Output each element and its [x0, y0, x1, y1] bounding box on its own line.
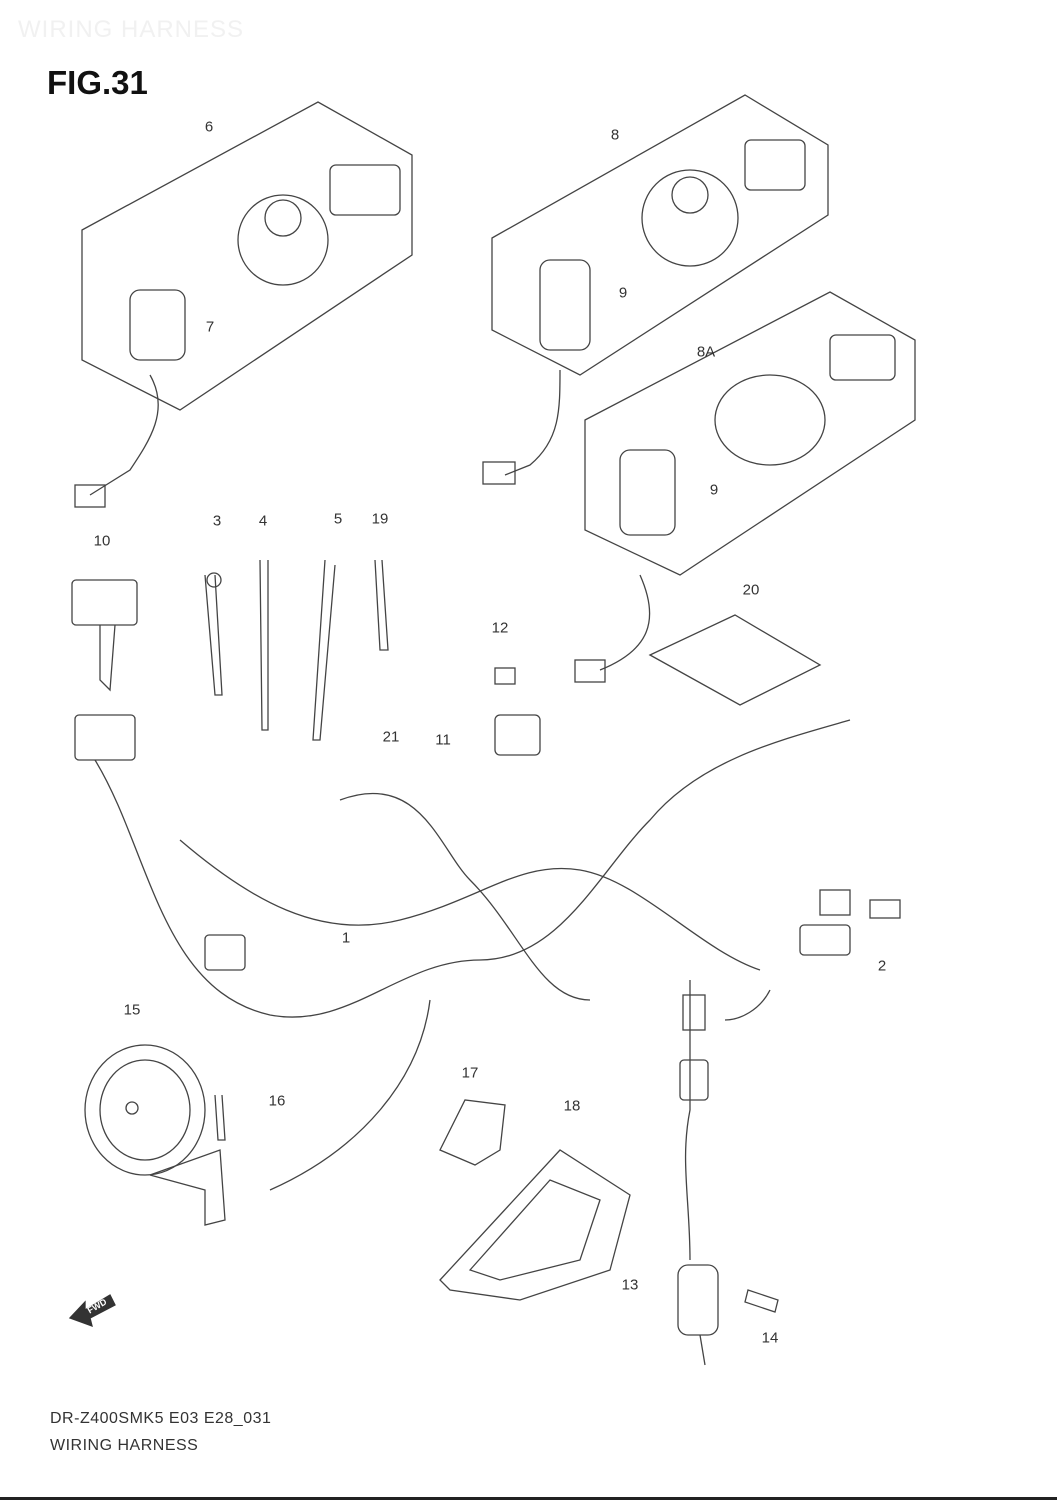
- fwd-arrow-icon: [68, 1294, 116, 1328]
- callout-15: 15: [123, 1001, 141, 1019]
- callout-1: 1: [341, 929, 351, 947]
- callout-8a: 8A: [696, 343, 716, 361]
- callout-6: 6: [204, 118, 214, 136]
- ignition-switch-set-8: [482, 94, 829, 485]
- callout-5: 5: [333, 510, 343, 528]
- callout-16: 16: [268, 1092, 286, 1110]
- callout-7: 7: [205, 318, 215, 336]
- callout-4: 4: [258, 512, 268, 530]
- footer-title: WIRING HARNESS: [50, 1437, 199, 1454]
- callout-14: 14: [761, 1329, 779, 1347]
- callout-13: 13: [621, 1276, 639, 1294]
- callout-11: 11: [435, 731, 451, 749]
- ignition-switch-set-6: [74, 101, 413, 508]
- main-harness-1: [74, 714, 901, 1191]
- sensor-13: [677, 980, 779, 1366]
- bottom-border: [0, 1497, 1057, 1500]
- callout-9: 9: [618, 284, 628, 302]
- callout-12: 12: [491, 619, 509, 637]
- callout-9b: 9: [709, 481, 719, 499]
- callout-8: 8: [610, 126, 620, 144]
- callout-19: 19: [371, 510, 389, 528]
- callout-2: 2: [877, 957, 887, 975]
- figure-title: FIG.31: [47, 64, 148, 101]
- brackets-17-18: [439, 1099, 631, 1301]
- callout-21: 21: [382, 728, 400, 746]
- footer-code: DR-Z400SMK5 E03 E28_031: [50, 1410, 272, 1427]
- callout-18: 18: [563, 1097, 581, 1115]
- parts-small: [71, 559, 822, 756]
- callout-3: 3: [212, 512, 222, 530]
- callout-20: 20: [742, 581, 760, 599]
- ignition-switch-set-8a: [574, 291, 916, 683]
- callout-17: 17: [461, 1064, 479, 1082]
- horn-15: [84, 1044, 226, 1226]
- watermark-title: WIRING HARNESS: [18, 16, 245, 43]
- callout-10: 10: [93, 532, 111, 550]
